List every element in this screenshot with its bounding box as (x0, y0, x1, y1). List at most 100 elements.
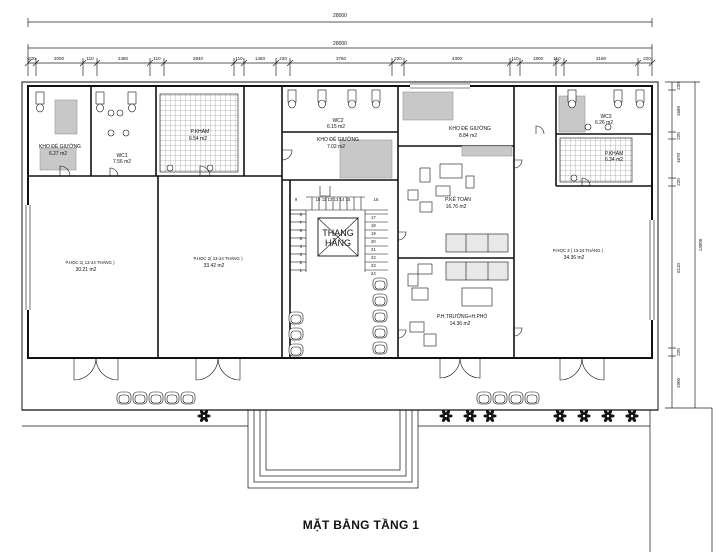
seg-label: 220 (279, 56, 287, 61)
seg-label: 2000 (54, 56, 65, 61)
seg-label: 220 (28, 56, 36, 61)
chair (372, 341, 388, 355)
overall-dimension-inner: 28000 (333, 41, 347, 47)
room-name-wc2: WC2 (332, 118, 343, 124)
plant-icon (197, 410, 211, 422)
seg-label: 1800 (533, 56, 544, 61)
plant-icon (553, 410, 567, 422)
room-name-p-ke-toan: P.KẾ TOÁN (445, 196, 471, 203)
chair (288, 327, 304, 341)
chair (288, 311, 304, 325)
room-area-kho2: 7.02 m2 (327, 144, 345, 150)
step-number: 10 (316, 197, 321, 202)
stair-label-2: HẦNG (325, 238, 351, 248)
room-name-p-kham2: P.KHÁM (605, 150, 624, 157)
step-number: 11 (322, 197, 327, 202)
room-name-phoc2: P.HỌC 2( 13-24 THÁNG ) (193, 256, 243, 261)
seg-label: 1460 (255, 56, 266, 61)
step-number: 24 (371, 271, 376, 276)
seg-label: 220 (676, 348, 681, 356)
seg-label: 220 (676, 178, 681, 186)
chair (288, 343, 304, 357)
stair-label-1: THANG (322, 228, 354, 238)
room-area-p-kham2: 6.34 m2 (605, 157, 623, 163)
plant-icon (577, 410, 591, 422)
step-number: 6 (300, 228, 303, 233)
chair (372, 277, 388, 291)
seg-label: 220 (676, 132, 681, 140)
step-number: 2 (300, 260, 303, 265)
seg-label: 1900 (676, 377, 681, 388)
chairs (116, 277, 540, 405)
chair (116, 391, 132, 405)
office-furniture (407, 163, 509, 347)
seg-label: 2840 (193, 56, 204, 61)
seg-label: 4300 (452, 56, 463, 61)
chair (492, 391, 508, 405)
step-number: 22 (371, 255, 376, 260)
chair (508, 391, 524, 405)
room-area-kho3: 8.84 m2 (459, 133, 477, 139)
room-area-kho1: 6.27 m2 (49, 151, 67, 157)
seg-label: 220 (643, 56, 651, 61)
storage-shelves (39, 91, 586, 179)
staircase (290, 186, 388, 272)
room-name-kho1: KHO ĐỂ GIƯỜNG (39, 143, 81, 150)
room-area-phoc1: 30.21 m2 (76, 267, 97, 273)
seg-label: 220 (676, 82, 681, 90)
step-number: 8 (300, 212, 303, 217)
room-name-wc3: WC3 (600, 114, 611, 120)
right-segment-labels: 220 1660 220 1670 220 6110 220 1900 1300… (676, 82, 703, 388)
chair (372, 293, 388, 307)
seg-label: 3760 (336, 56, 347, 61)
plant-icon (601, 410, 615, 422)
room-area-p-truong: 14.36 m2 (450, 321, 471, 327)
seg-label: 110 (86, 56, 94, 61)
toilet-fixtures (35, 89, 645, 182)
step-number: 13 (334, 197, 339, 202)
top-segment-labels: 220 2000 110 2480 110 2840 110 1460 220 … (28, 56, 651, 61)
seg-label: 2480 (118, 56, 129, 61)
step-number: 5 (300, 236, 303, 241)
chair (476, 391, 492, 405)
seg-label: 220 (394, 56, 402, 61)
step-number: 14 (340, 197, 345, 202)
room-area-wc2: 6.15 m2 (327, 124, 345, 130)
overall-dimension-outer: 28000 (333, 13, 347, 19)
room-area-wc1: 7.56 m2 (113, 159, 131, 165)
plant-icon (483, 410, 497, 422)
step-number: 3 (300, 252, 303, 257)
seg-label: 110 (511, 56, 519, 61)
potted-plants (197, 410, 639, 422)
room-area-p-ke-toan: 16.76 m2 (446, 204, 467, 210)
seg-label: 110 (153, 56, 161, 61)
step-number: 1 (300, 268, 303, 273)
room-name-wc1: WC1 (116, 153, 127, 159)
windows (25, 83, 655, 320)
step-number: 16 (374, 197, 379, 202)
chair (164, 391, 180, 405)
step-number: 18 (371, 223, 376, 228)
room-name-phoc3: P.HỌC 3 ( 13-24 THÁNG ) (553, 248, 604, 253)
step-number: 9 (295, 197, 298, 202)
right-overall-dimension: 13000 (698, 238, 703, 251)
plant-icon (625, 410, 639, 422)
step-number: 17 (371, 215, 376, 220)
stair-step-numbers: 1 2 3 4 5 6 7 8 9 10 11 12 13 14 15 16 1… (295, 197, 379, 276)
front-terrace (22, 408, 713, 552)
chair (372, 325, 388, 339)
chair (180, 391, 196, 405)
top-dimensions (24, 18, 656, 76)
room-name-kho2: KHO ĐỂ GIƯỜNG (317, 136, 359, 143)
room-area-wc3: 6.26 m2 (595, 120, 613, 126)
seg-label: 6110 (676, 263, 681, 273)
room-area-phoc3: 34.36 m2 (564, 255, 585, 261)
room-name-p-truong: P.H.TRƯỞNG+H.PHÓ (437, 313, 488, 320)
seg-label: 1660 (676, 105, 681, 116)
room-labels: KHO ĐỂ GIƯỜNG 6.27 m2 WC1 7.56 m2 P.KHÁM… (39, 114, 623, 327)
plant-icon (463, 410, 477, 422)
interior-walls (28, 86, 652, 358)
chair (148, 391, 164, 405)
step-number: 21 (371, 247, 376, 252)
room-name-kho3: KHO ĐỂ GIƯỜNG (449, 125, 491, 132)
